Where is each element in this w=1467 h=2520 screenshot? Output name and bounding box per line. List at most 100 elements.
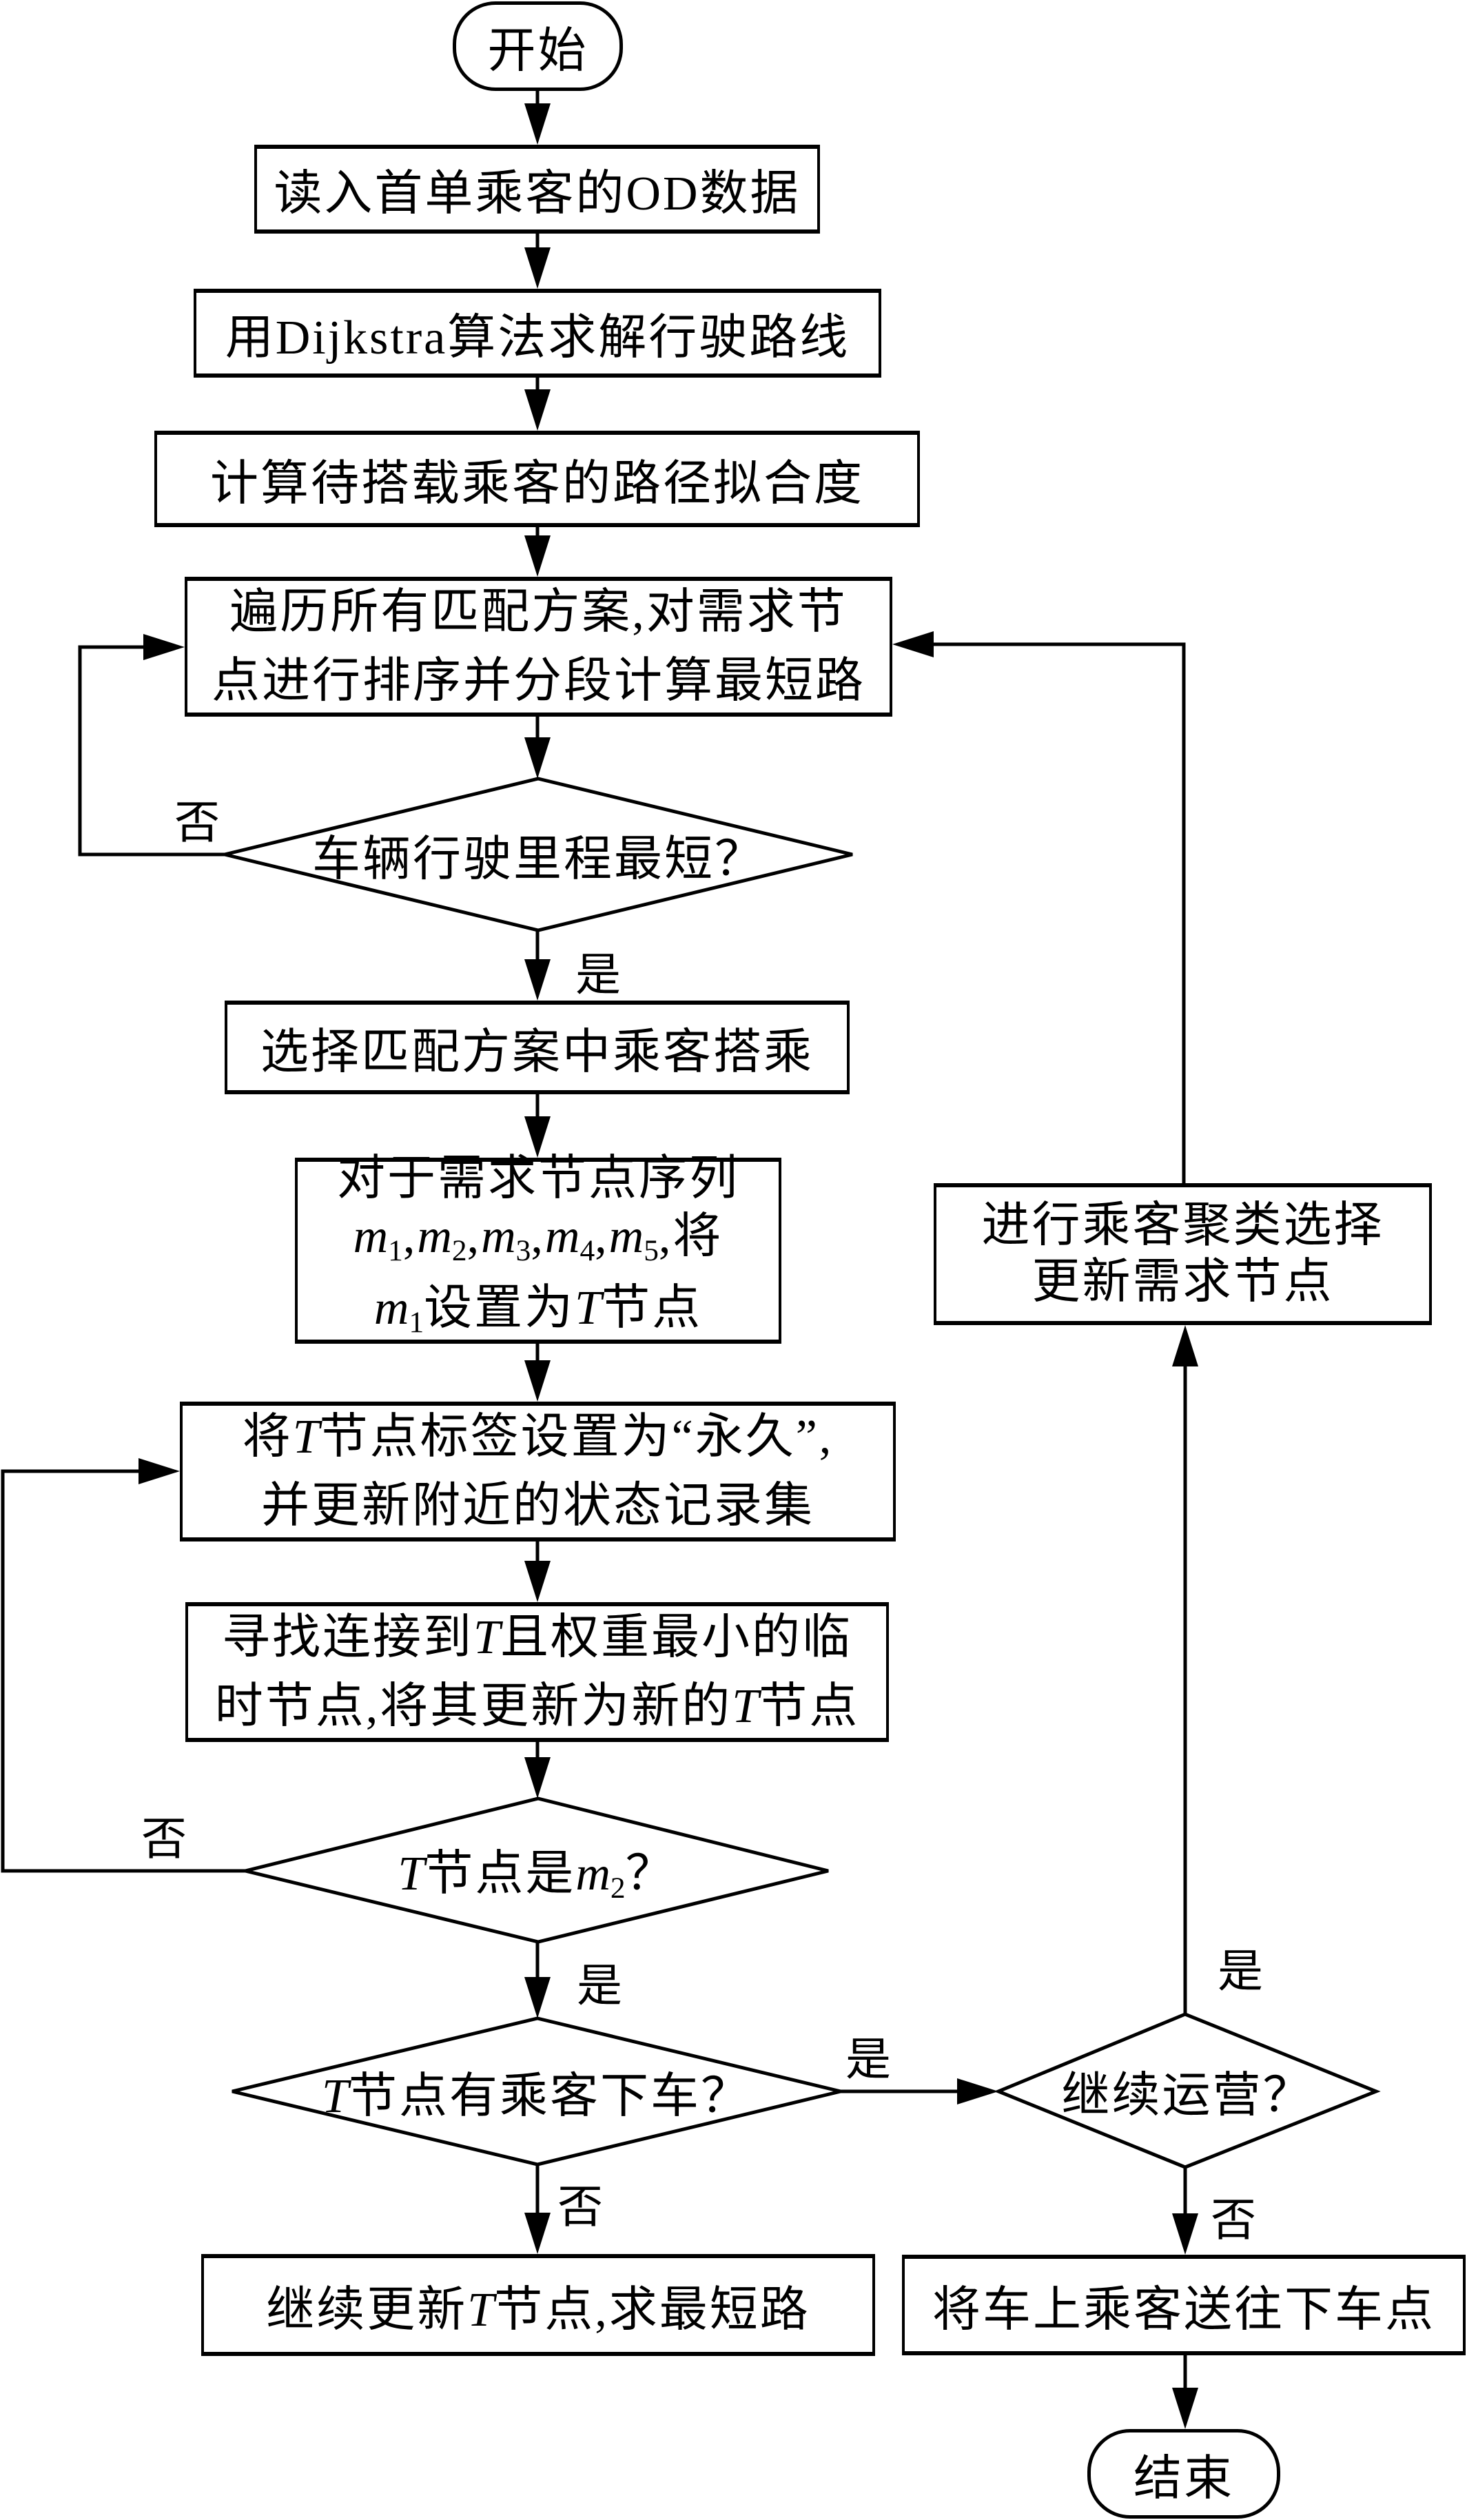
text-run: 寻找连接到 — [222, 1610, 474, 1664]
arrowhead — [524, 959, 551, 1001]
arrowhead — [524, 1116, 551, 1158]
process-path-fit: 计算待搭载乘客的路径拟合度 — [154, 431, 920, 527]
arrow-m2-yes — [524, 1940, 551, 2018]
edge-label-ops-yes: 是 — [1218, 1947, 1263, 1997]
decision-dropoff-shape — [232, 2016, 841, 2166]
var-t: T — [467, 2283, 495, 2337]
var-t: T — [473, 1610, 500, 1664]
subscript: 1 — [409, 1306, 424, 1340]
arrow-cluster-to-traverse — [892, 631, 1186, 1185]
cluster-line-1: 进行乘客聚类选择 — [981, 1199, 1384, 1252]
process-traverse-line-2: 点进行排序并分段计算最短路 — [212, 654, 865, 708]
arrow-dropoff-no — [524, 2162, 551, 2254]
arrowhead — [524, 247, 551, 289]
var-m: m — [608, 1209, 644, 1263]
subscript: 5 — [644, 1234, 659, 1267]
send-dropoff-label: 将车上乘客送往下车点 — [932, 2283, 1435, 2337]
arrowhead — [524, 2213, 551, 2254]
var-m: m — [353, 1209, 389, 1263]
process-dijkstra: 用Dijkstra算法求解行驶路线 — [194, 289, 881, 378]
subscript: 2 — [610, 1872, 626, 1905]
edge-label-dropoff-yes: 是 — [845, 2035, 891, 2085]
arrow-send-to-end — [1172, 2353, 1198, 2429]
var-t: T — [398, 1847, 425, 1901]
arrow-ops-yes — [1172, 1325, 1198, 2016]
connector-line — [932, 642, 1186, 1185]
arrow-find-min-to-is-m2 — [524, 1740, 551, 1799]
set-permanent-line-1: 将T节点标签设置为“永久”, — [243, 1403, 834, 1472]
process-read-od-label: 读入首单乘客的OD数据 — [274, 167, 801, 221]
end-label: 结束 — [1133, 2452, 1234, 2506]
subscript: 3 — [515, 1234, 531, 1267]
text-run: 设置为 — [424, 1282, 575, 1335]
arrow-shortest-yes — [524, 928, 551, 1001]
process-traverse: 遍历所有匹配方案,对需求节 点进行排序并分段计算最短路 — [185, 577, 892, 717]
arrowhead — [524, 389, 551, 431]
var-t: T — [292, 1410, 320, 1464]
decision-is-m2-label: T节点是m2？ — [245, 1799, 828, 1942]
decision-is-m2-shape — [245, 1796, 829, 1944]
arrowhead — [139, 1458, 180, 1484]
process-path-fit-label: 计算待搭载乘客的路径拟合度 — [210, 457, 864, 511]
decision-shortest-text: 车辆行驶里程最短？ — [312, 832, 765, 886]
process-find-min: 寻找连接到T且权重最小的临 时节点,将其更新为新的T节点 — [185, 1602, 889, 1742]
decision-continue-ops-label: 继续运营？ — [998, 2014, 1376, 2167]
start-terminal: 开始 — [453, 1, 623, 91]
var-t: T — [322, 2069, 349, 2123]
text-run: 继续更新 — [266, 2283, 468, 2337]
decision-shortest-label: 车辆行驶里程最短？ — [225, 779, 852, 930]
arrowhead — [524, 1977, 551, 2018]
var-m: m — [417, 1209, 452, 1263]
text-run: 节点,求最短路 — [494, 2283, 810, 2337]
decision-continue-ops-shape — [994, 2012, 1381, 2169]
arrow-dropoff-yes — [839, 2078, 998, 2104]
text-run: 节点 — [759, 1679, 860, 1733]
decision-dropoff-label: T节点有乘客下车？ — [232, 2018, 841, 2164]
end-terminal: 结束 — [1087, 2429, 1280, 2519]
process-traverse-line-1: 遍历所有匹配方案,对需求节 — [229, 585, 848, 639]
decision-continue-ops-text: 继续运营？ — [1061, 2069, 1313, 2122]
arrowhead — [524, 103, 551, 145]
var-t: T — [732, 1679, 759, 1733]
arrowhead — [143, 634, 185, 660]
arrowhead — [1172, 2388, 1198, 2429]
text-run: 节点 — [602, 1282, 703, 1335]
start-label: 开始 — [487, 24, 588, 78]
var-m: m — [373, 1282, 409, 1335]
text-run: 节点是 — [424, 1847, 576, 1901]
arrowhead — [524, 1561, 551, 1602]
tail-text: ,将 — [658, 1209, 724, 1263]
connector-line — [1, 1469, 247, 1873]
arrow-ops-no — [1172, 2165, 1198, 2255]
find-min-line-1: 寻找连接到T且权重最小的临 — [222, 1604, 852, 1672]
arrowhead — [1172, 1325, 1198, 1366]
text-run: 将 — [242, 1410, 293, 1464]
process-select-scheme: 选择匹配方案中乘客搭乘 — [225, 1001, 850, 1094]
text-run: 节点有乘客下车？ — [348, 2069, 751, 2123]
edge-label-m2-yes: 是 — [577, 1961, 622, 2011]
separator: , — [595, 1209, 609, 1263]
arrow-dijkstra-to-path-fit — [524, 376, 551, 431]
arrowhead — [524, 1360, 551, 1402]
decision-shortest-shape — [224, 777, 853, 932]
continue-update-text: 继续更新T节点,求最短路 — [266, 2271, 810, 2340]
separator: , — [402, 1209, 418, 1263]
find-min-line-2: 时节点,将其更新为新的T节点 — [215, 1672, 859, 1741]
decision-is-m2-text: T节点是m2？ — [398, 1834, 675, 1905]
arrow-m2-no-loop — [1, 1458, 247, 1873]
arrow-permanent-to-find-min — [524, 1539, 551, 1602]
arrow-start-to-read-od — [524, 89, 551, 145]
arrowhead — [524, 1757, 551, 1799]
var-m: m — [544, 1209, 580, 1263]
process-node-sequence: 对于需求节点序列 m1,m2,m3,m4,m5,将 m1设置为T节点 — [295, 1152, 781, 1344]
process-cluster: 进行乘客聚类选择 更新需求节点 — [934, 1183, 1432, 1325]
arrowhead — [1172, 2213, 1198, 2255]
question-mark: ？ — [625, 1847, 676, 1901]
var-t: T — [575, 1282, 602, 1335]
process-dijkstra-label: 用Dijkstra算法求解行驶路线 — [225, 311, 850, 365]
process-set-permanent: 将T节点标签设置为“永久”, 并更新附近的状态记录集 — [180, 1402, 896, 1541]
arrow-read-od-to-dijkstra — [524, 232, 551, 289]
process-select-scheme-label: 选择匹配方案中乘客搭乘 — [260, 1025, 814, 1079]
